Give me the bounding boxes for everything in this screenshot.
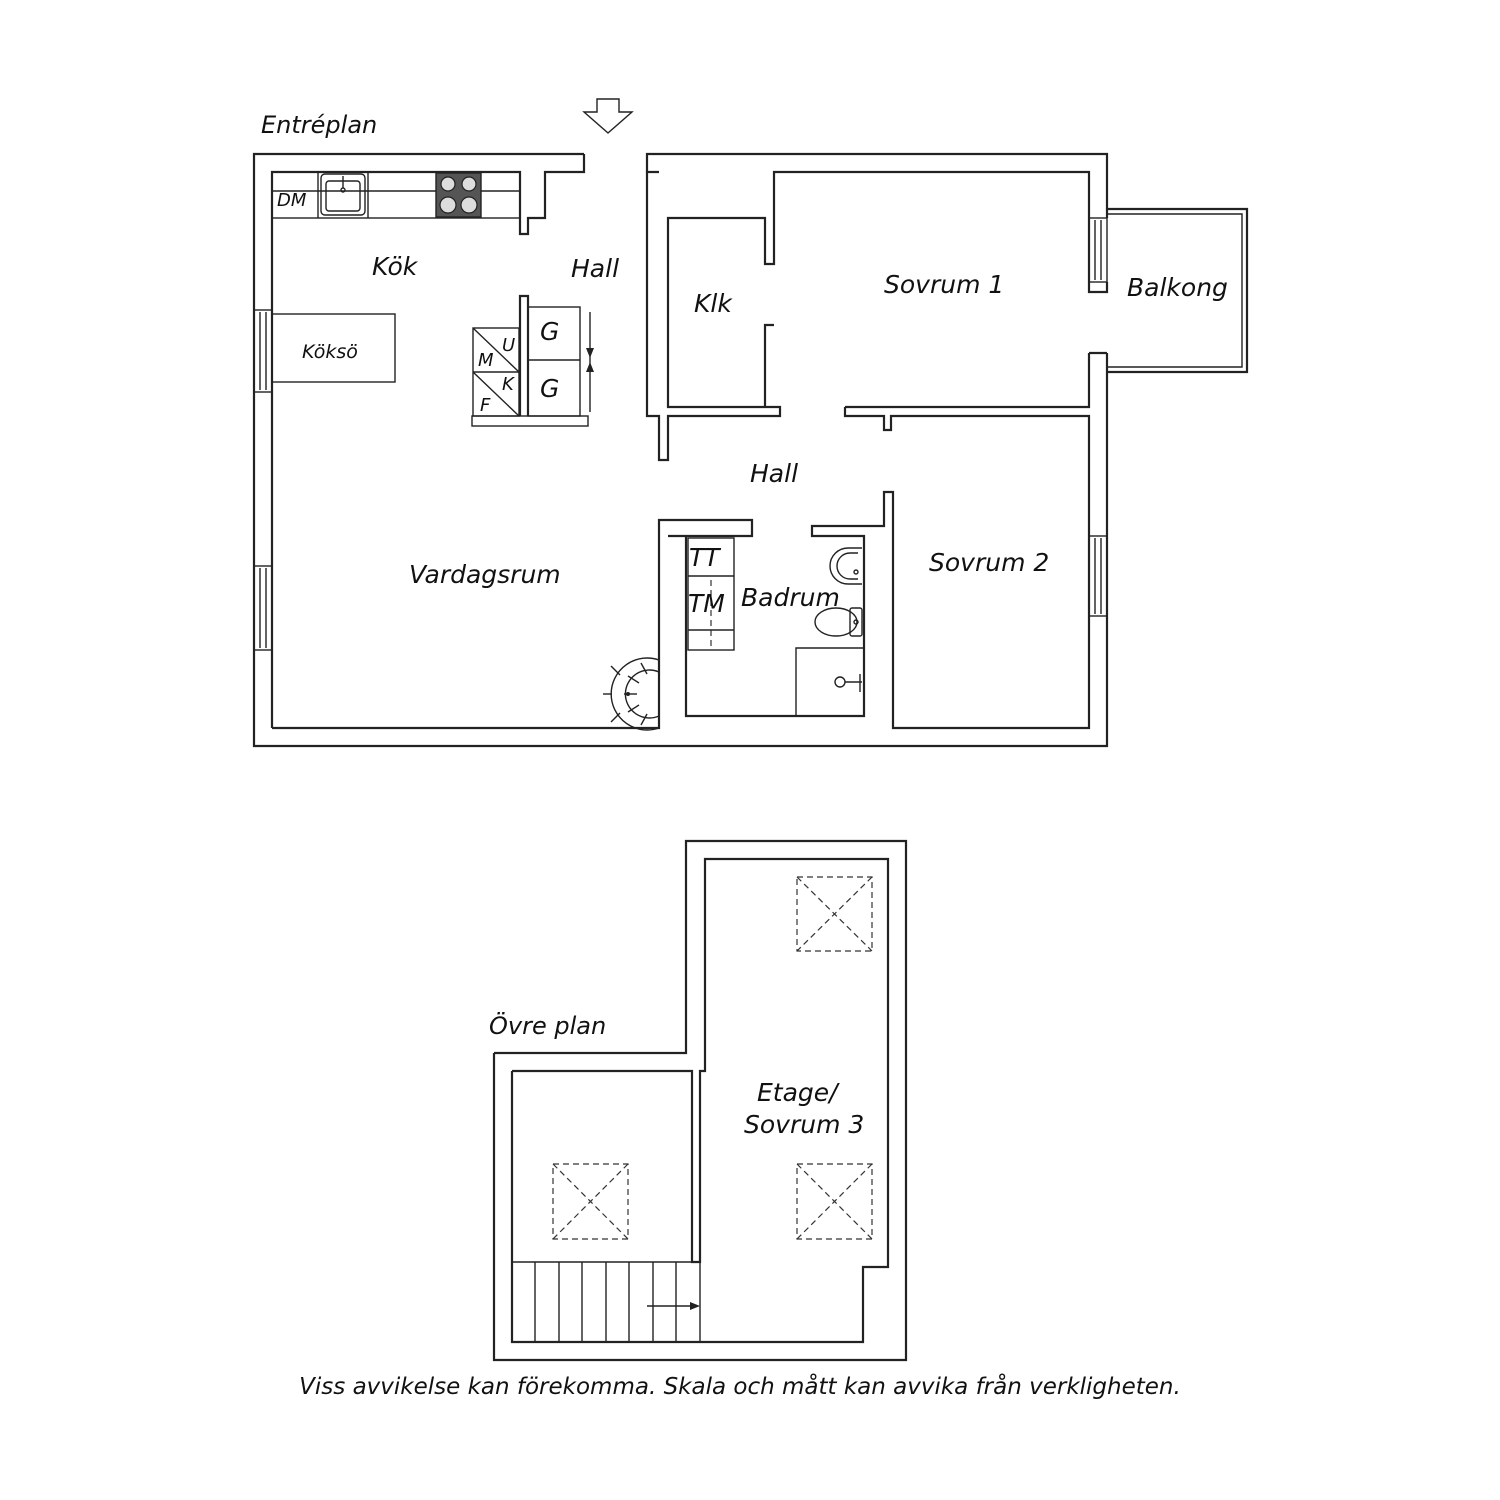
room-label-sovrum1: Sovrum 1 [884, 270, 1004, 299]
room-label-badrum: Badrum [741, 583, 840, 612]
oven-label: U [502, 335, 515, 356]
fridge-label: K [502, 374, 515, 395]
wardrobe-label-upper: G [540, 317, 559, 346]
dishwasher-label: DM [277, 190, 307, 211]
stove-icon [435, 172, 482, 218]
room-label-etage-line1: Etage/ [757, 1078, 840, 1107]
room-label-hall-mid: Hall [750, 459, 798, 488]
disclaimer: Viss avvikelse kan förekomma. Skala och … [299, 1372, 1181, 1400]
freezer-label: F [480, 395, 491, 416]
window-right-sovrum1 [1088, 217, 1108, 283]
skylight-icon [796, 1163, 873, 1240]
sink-icon [320, 173, 366, 216]
upper-plan-title: Övre plan [489, 1011, 606, 1040]
wardrobe-label-lower: G [540, 374, 559, 403]
room-label-sovrum2: Sovrum 2 [929, 548, 1049, 577]
hall-wardrobes [518, 294, 594, 417]
washbasin-icon [829, 547, 862, 585]
entry-plan-title: Entréplan [261, 111, 377, 139]
washer-label: TM [688, 589, 725, 618]
room-label-hall-top: Hall [571, 254, 619, 283]
room-label-balkong: Balkong [1127, 273, 1228, 302]
microwave-label: M [478, 350, 494, 371]
kitchen-island-label: Köksö [302, 341, 358, 363]
spiral-stair-icon [603, 657, 660, 731]
toilet-icon [814, 607, 863, 637]
kitchen-counter [271, 171, 521, 219]
skylight-icon [552, 1163, 629, 1240]
room-label-etage-line2: Sovrum 3 [744, 1110, 864, 1139]
kitchen-island [271, 313, 396, 383]
room-label-klk: Klk [694, 289, 733, 318]
room-label-kok: Kök [372, 252, 419, 281]
dryer-label: TT [689, 543, 721, 572]
window-right-sovrum2 [1088, 535, 1108, 617]
window-left-upper [253, 309, 273, 393]
washer-dryer-stack [687, 537, 735, 651]
window-left-lower [253, 565, 273, 651]
straight-stair [512, 1261, 701, 1342]
shower-icon [795, 647, 864, 716]
balcony [1107, 207, 1249, 374]
room-label-vardagsrum: Vardagsrum [409, 560, 561, 589]
skylight-icon [796, 876, 873, 952]
outer-walls [252, 152, 1109, 748]
entrance-arrow-icon [582, 98, 634, 134]
